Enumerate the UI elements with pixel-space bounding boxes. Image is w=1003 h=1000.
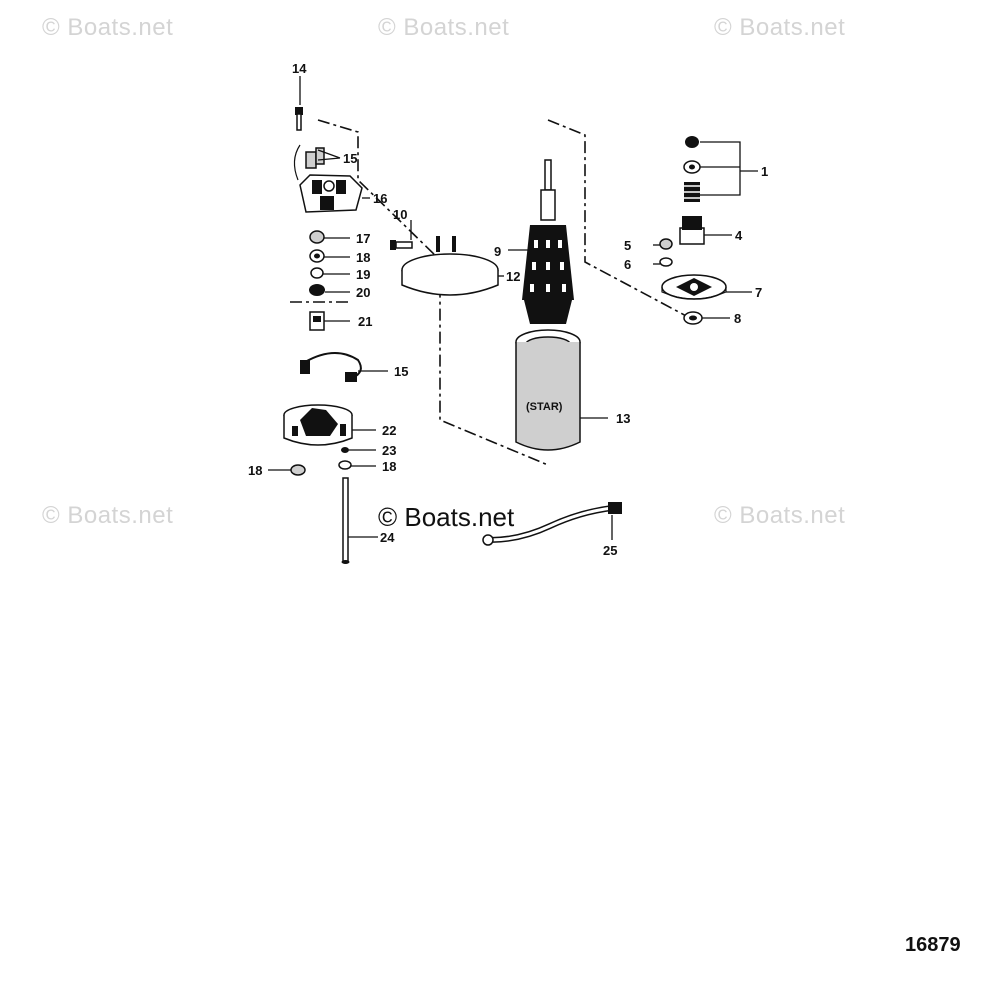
watermark-mid-right: © Boats.net <box>714 502 846 529</box>
callout-17: 17 <box>356 231 370 246</box>
part-15-field-lead <box>300 352 362 382</box>
callout-1: 1 <box>761 164 768 179</box>
callout-22: 22 <box>382 423 396 438</box>
callout-20: 20 <box>356 285 370 300</box>
watermark-top-center: © Boats.net <box>378 14 510 41</box>
callout-4: 4 <box>735 228 743 243</box>
part-13-field-frame: (STAR) <box>515 329 581 451</box>
callout-13: 13 <box>616 411 630 426</box>
part-10-screw <box>390 240 413 250</box>
callout-18-right: 18 <box>382 459 396 474</box>
assembly-centerlines <box>290 119 691 466</box>
parts-23-18-washers <box>290 447 352 476</box>
part-9-armature <box>522 159 574 324</box>
part-22-end-frame <box>283 404 353 446</box>
part-8-washer <box>683 311 703 325</box>
callout-16: 16 <box>373 191 387 206</box>
watermark-mid-center: © Boats.net <box>378 502 515 532</box>
callout-6: 6 <box>624 257 631 272</box>
part-12-band <box>401 236 499 296</box>
callout-14: 14 <box>292 61 307 76</box>
callout-25: 25 <box>603 543 617 558</box>
parts-5-6-hardware <box>659 238 673 267</box>
callout-23: 23 <box>382 443 396 458</box>
callout-18-left: 18 <box>248 463 262 478</box>
callout-12: 12 <box>506 269 520 284</box>
callout-numbers: 1 4 5 6 7 8 9 10 12 13 14 15 16 17 18 19… <box>248 61 768 558</box>
part-7-drive-end-frame <box>661 274 727 300</box>
callout-19: 19 <box>356 267 370 282</box>
callout-24: 24 <box>380 530 395 545</box>
callout-5: 5 <box>624 238 631 253</box>
watermark-top-right: © Boats.net <box>714 14 846 41</box>
callout-15-lower: 15 <box>394 364 408 379</box>
part-25-cable <box>482 502 622 546</box>
star-label: (STAR) <box>526 401 563 413</box>
part-24-thru-bolt <box>341 477 350 564</box>
part-4-drive <box>679 216 705 245</box>
figure-number: 16879 <box>905 934 961 956</box>
part-1-bendix-stack <box>683 136 701 202</box>
callout-21: 21 <box>358 314 372 329</box>
part-14-screw <box>295 107 303 131</box>
part-15-brush-springs <box>293 144 325 181</box>
callout-8: 8 <box>734 311 741 326</box>
callout-10: 10 <box>393 207 407 222</box>
callout-7: 7 <box>755 285 762 300</box>
watermark-top-left: © Boats.net <box>42 14 174 41</box>
callout-15-top: 15 <box>343 151 357 166</box>
watermark-mid-left: © Boats.net <box>42 502 174 529</box>
part-21-terminal <box>309 311 325 331</box>
parts-17-20-hardware <box>309 230 325 296</box>
part-16-brush-holder <box>299 174 363 213</box>
callout-18-upper: 18 <box>356 250 370 265</box>
callout-9: 9 <box>494 244 501 259</box>
leader-lines <box>268 76 758 540</box>
